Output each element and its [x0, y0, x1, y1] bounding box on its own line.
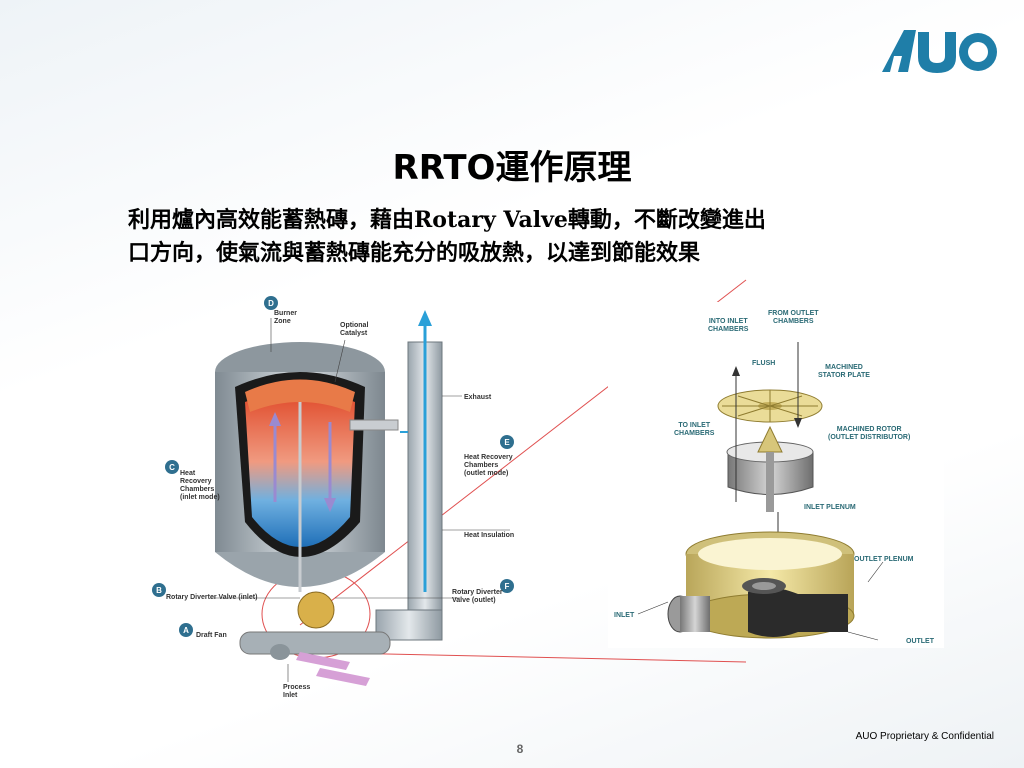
svg-text:E: E [504, 438, 510, 447]
auo-logo: AUO [878, 26, 998, 78]
subtitle-line-1: 利用爐內高效能蓄熱磚，藉由Rotary Valve轉動，不斷改變進出 [128, 207, 766, 233]
label-flush: FLUSH [752, 360, 776, 367]
label-heat-recovery-outlet: Heat Recovery Chambers (outlet mode) [464, 454, 513, 477]
label-outlet: OUTLET [906, 638, 934, 645]
label-heat-recovery-inlet: Heat Recovery Chambers (inlet mode) [180, 470, 220, 501]
label-from-outlet: FROM OUTLET CHAMBERS [768, 310, 819, 325]
label-heat-insulation: Heat Insulation [464, 532, 515, 539]
marker-b: B [152, 583, 166, 597]
svg-text:C: C [169, 463, 175, 472]
marker-d: D [264, 296, 278, 310]
label-into-inlet: INTO INLET CHAMBERS [708, 318, 749, 333]
step-markers: D C E B F A [152, 296, 514, 637]
rotary-valve-diagram: INTO INLET CHAMBERS FROM OUTLET CHAMBERS… [608, 302, 944, 648]
label-stator-plate: MACHINED STATOR PLATE [818, 364, 870, 379]
page-number: 8 [516, 742, 524, 756]
label-optional-catalyst: Optional Catalyst [340, 322, 369, 337]
page-title: RRTO運作原理 [392, 148, 632, 188]
svg-text:F: F [505, 582, 510, 591]
rto-cutaway-diagram: D C E B F A Burner Zone Optional Catalys… [150, 292, 520, 712]
label-rotary-inlet: Rotary Diverter Valve (inlet) [166, 594, 258, 601]
confidential-notice: AUO Proprietary & Confidential [855, 731, 994, 742]
svg-text:D: D [268, 299, 274, 308]
label-process-inlet: Process Inlet [283, 684, 311, 699]
subtitle: 利用爐內高效能蓄熱磚，藉由Rotary Valve轉動，不斷改變進出 口方向，使… [128, 204, 928, 270]
marker-f: F [500, 579, 514, 593]
subtitle-line-2: 口方向，使氣流與蓄熱磚能充分的吸放熱，以達到節能效果 [128, 240, 701, 266]
marker-e: E [500, 435, 514, 449]
label-inlet-plenum: INLET PLENUM [804, 504, 856, 511]
label-machined-rotor: MACHINED ROTOR (OUTLET DISTRIBUTOR) [828, 426, 911, 441]
label-inlet: INLET [614, 612, 635, 619]
label-draft-fan: Draft Fan [196, 632, 227, 639]
svg-text:A: A [183, 626, 189, 635]
label-rotary-outlet: Rotary Diverter Valve (outlet) [452, 589, 503, 604]
marker-c: C [165, 460, 179, 474]
marker-a: A [179, 623, 193, 637]
label-exhaust: Exhaust [464, 394, 492, 401]
label-burner-zone: Burner Zone [274, 310, 297, 325]
label-outlet-plenum: OUTLET PLENUM [854, 556, 914, 563]
svg-text:B: B [156, 586, 162, 595]
label-to-inlet: TO INLET CHAMBERS [674, 422, 715, 437]
